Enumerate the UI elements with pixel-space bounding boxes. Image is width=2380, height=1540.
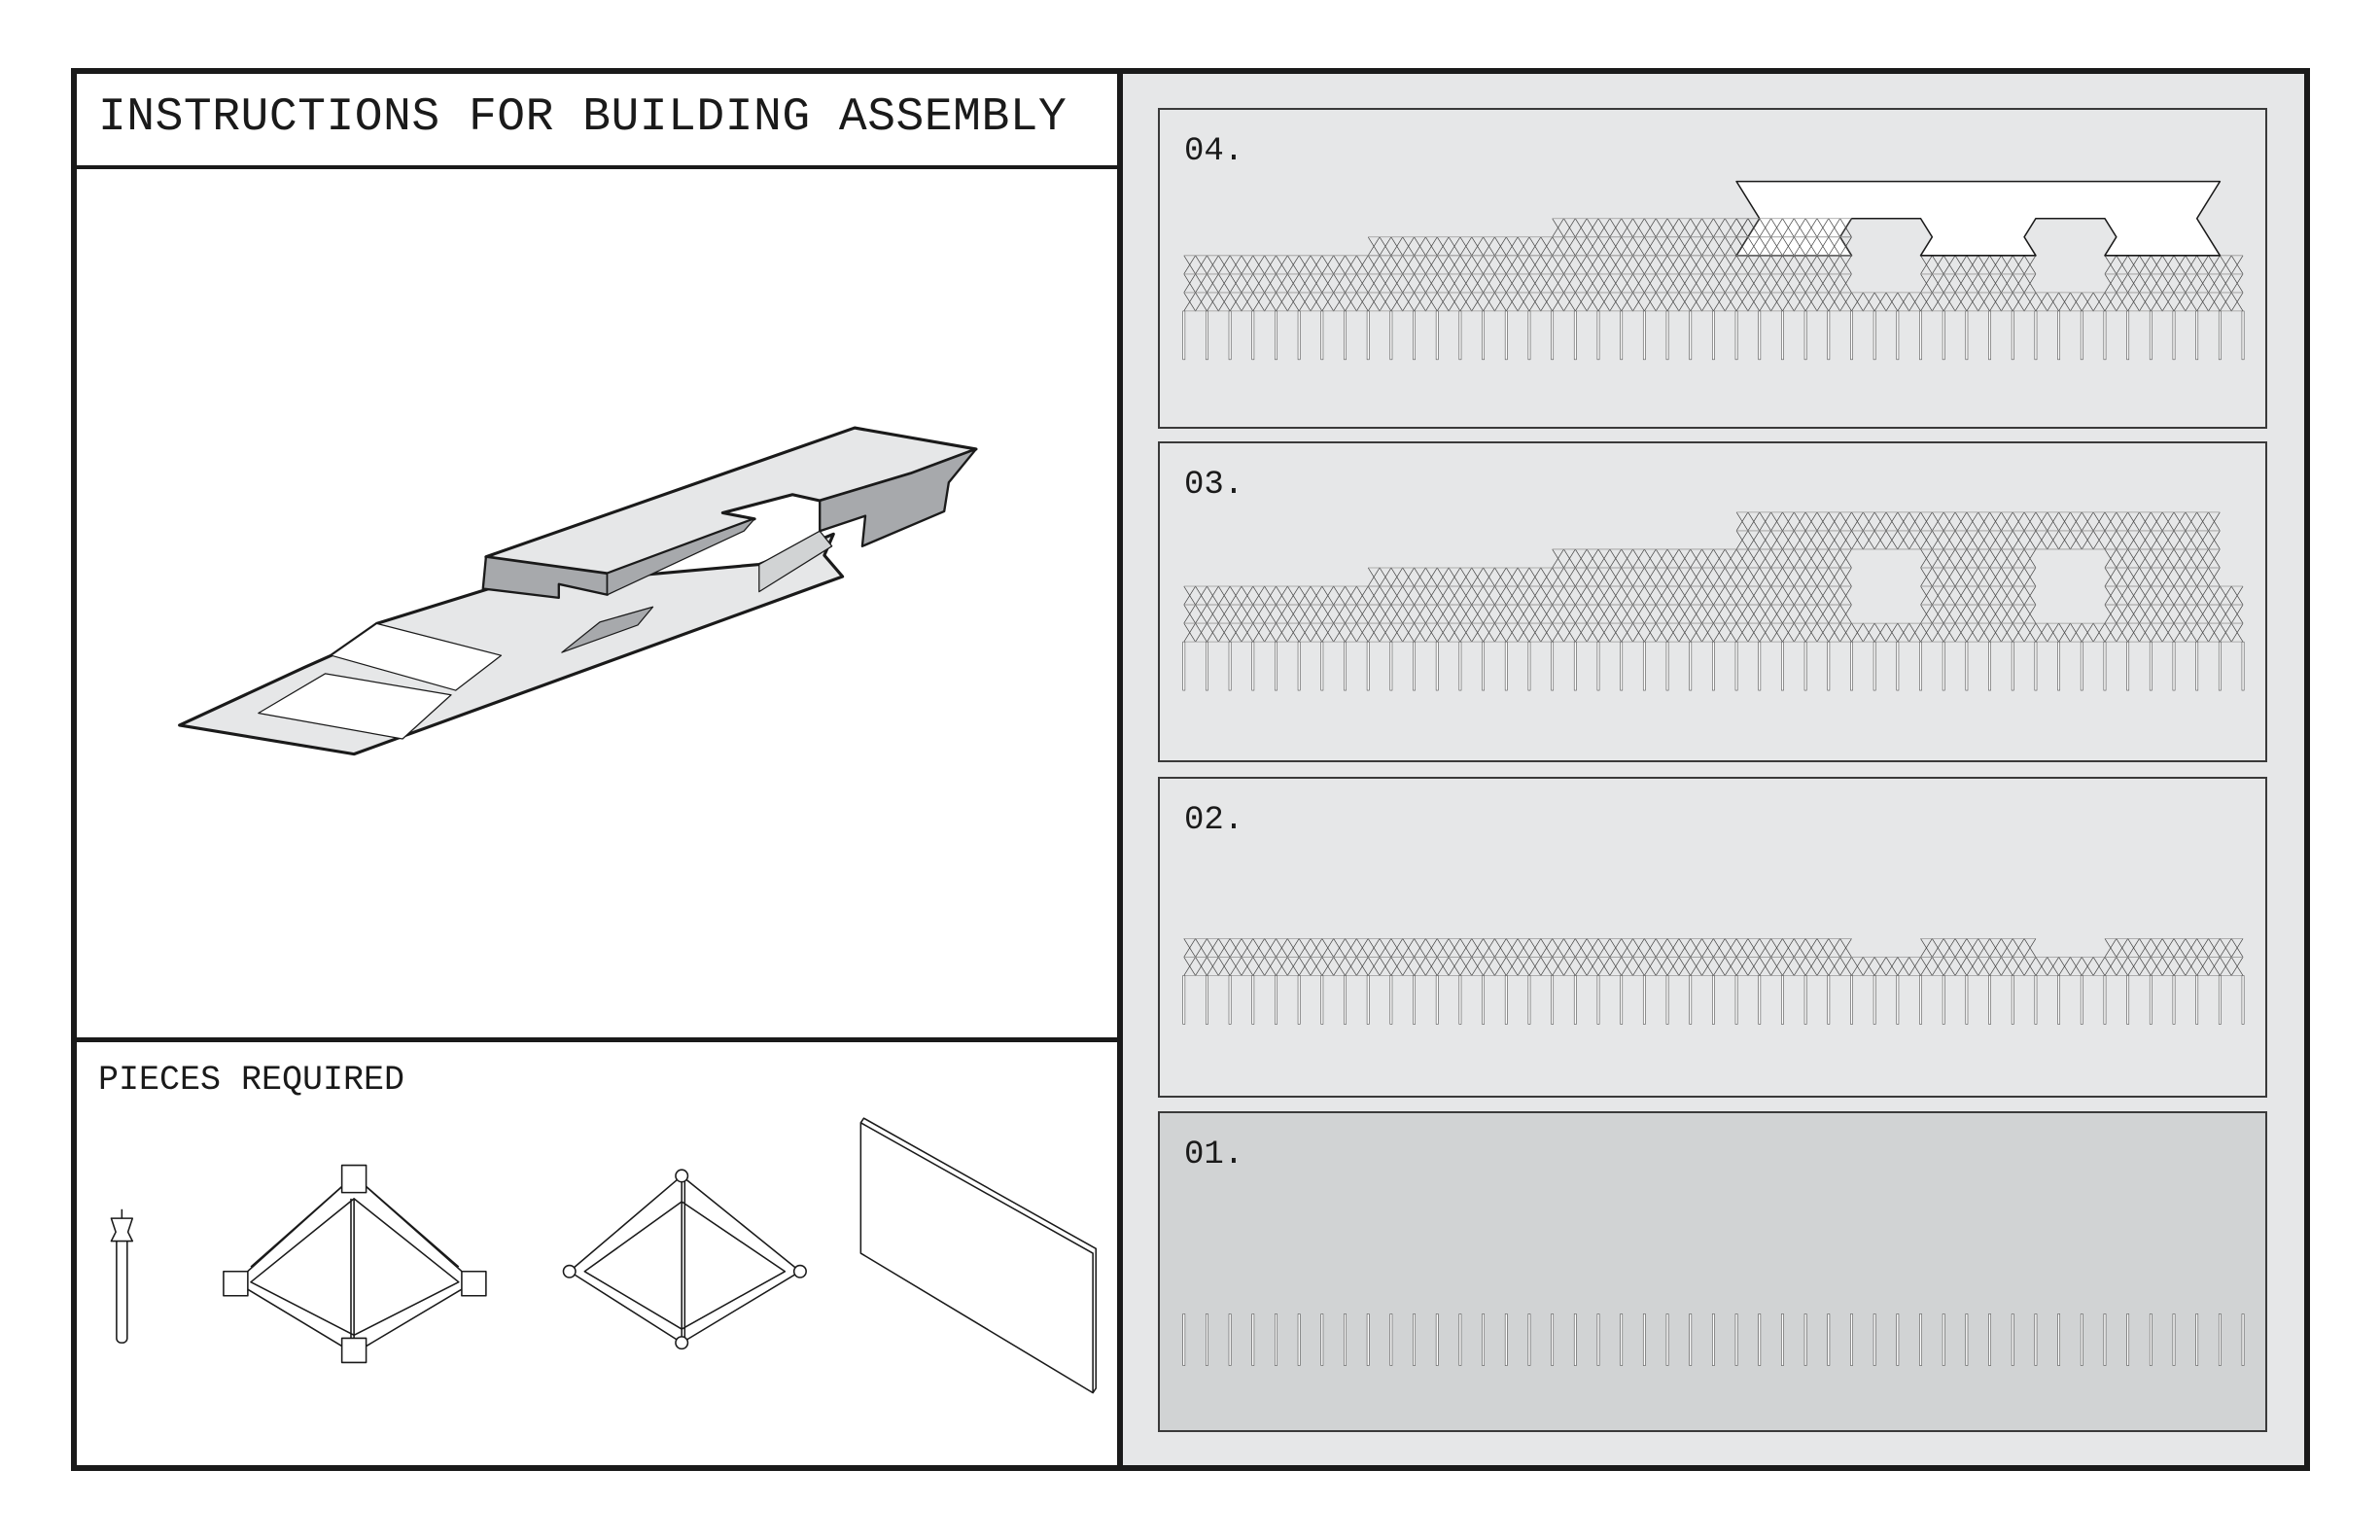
sheet-frame bbox=[71, 68, 2310, 1471]
step-label: 02. bbox=[1184, 802, 1244, 839]
pieces-required-heading: PIECES REQUIRED bbox=[98, 1061, 405, 1100]
page-title: INSTRUCTIONS FOR BUILDING ASSEMBLY bbox=[98, 91, 1068, 144]
pieces-divider bbox=[71, 1037, 1119, 1042]
step-label: 03. bbox=[1184, 467, 1244, 504]
title-divider bbox=[71, 165, 1119, 169]
column-divider bbox=[1117, 68, 1123, 1471]
step-panel-01: 01. bbox=[1158, 1111, 2267, 1432]
step-label: 01. bbox=[1184, 1137, 1244, 1173]
step-panel-03: 03. bbox=[1158, 441, 2267, 762]
step-label: 04. bbox=[1184, 133, 1244, 170]
step-panel-02: 02. bbox=[1158, 777, 2267, 1098]
step-panel-04: 04. bbox=[1158, 108, 2267, 429]
